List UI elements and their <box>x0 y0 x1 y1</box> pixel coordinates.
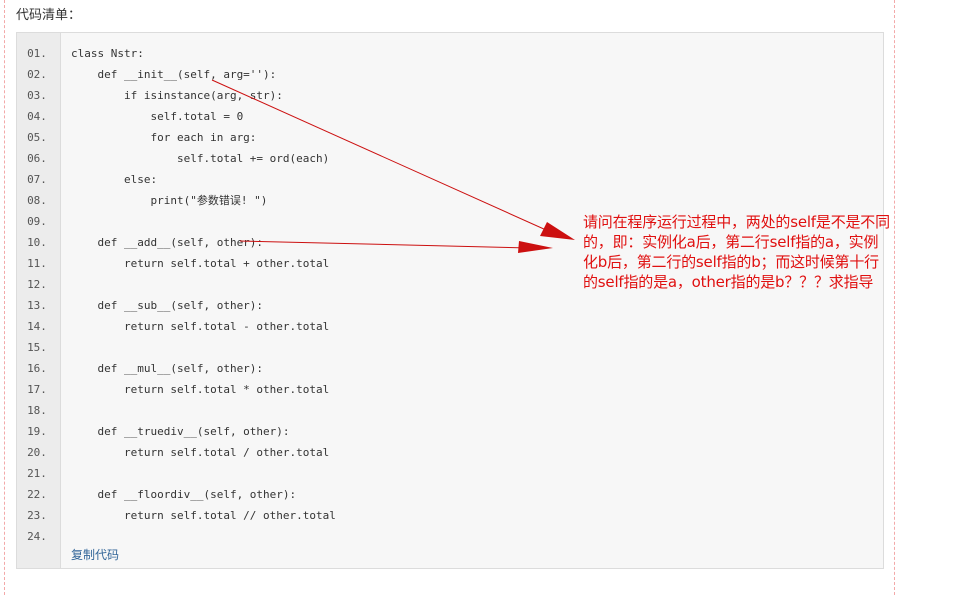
line-number: 11. <box>27 257 47 270</box>
left-dashed-border <box>4 0 5 595</box>
code-line: 21. <box>17 463 883 484</box>
code-text: return self.total / other.total <box>71 446 330 459</box>
code-text: if isinstance(arg, str): <box>71 89 283 102</box>
code-line: 02. def __init__(self, arg=''): <box>17 64 883 85</box>
code-line: 13. def __sub__(self, other): <box>17 295 883 316</box>
code-line: 19. def __truediv__(self, other): <box>17 421 883 442</box>
line-number: 14. <box>27 320 47 333</box>
code-line: 01. class Nstr: <box>17 43 883 64</box>
line-number: 06. <box>27 152 47 165</box>
code-text: return self.total * other.total <box>71 383 330 396</box>
code-block: 01. class Nstr: 02. def __init__(self, arg… <box>16 32 884 569</box>
code-line: 14. return self.total - other.total <box>17 316 883 337</box>
code-line: 18. <box>17 400 883 421</box>
line-number: 07. <box>27 173 47 186</box>
line-number: 02. <box>27 68 47 81</box>
line-number: 08. <box>27 194 47 207</box>
line-number: 17. <box>27 383 47 396</box>
line-number: 22. <box>27 488 47 501</box>
code-line: 17. return self.total * other.total <box>17 379 883 400</box>
code-line: 24. <box>17 526 883 547</box>
code-text: def __floordiv__(self, other): <box>71 488 297 501</box>
line-number: 12. <box>27 278 47 291</box>
code-line: 12. <box>17 274 883 295</box>
line-number: 01. <box>27 47 47 60</box>
code-text: def __init__(self, arg=''): <box>71 68 277 81</box>
code-line: 09. <box>17 211 883 232</box>
code-text: return self.total + other.total <box>71 257 330 270</box>
line-number: 19. <box>27 425 47 438</box>
section-title: 代码清单： <box>16 8 82 23</box>
code-line: 23. return self.total // other.total <box>17 505 883 526</box>
line-number: 20. <box>27 446 47 459</box>
code-line: 15. <box>17 337 883 358</box>
line-number: 18. <box>27 404 47 417</box>
code-text: def __mul__(self, other): <box>71 362 264 375</box>
code-line: 05. for each in arg: <box>17 127 883 148</box>
line-number: 09. <box>27 215 47 228</box>
code-text: def __truediv__(self, other): <box>71 425 290 438</box>
line-number: 03. <box>27 89 47 102</box>
code-line: 06. self.total += ord(each) <box>17 148 883 169</box>
code-text: class Nstr: <box>71 47 144 60</box>
code-text: self.total = 0 <box>71 110 244 123</box>
code-line: 04. self.total = 0 <box>17 106 883 127</box>
line-number: 04. <box>27 110 47 123</box>
line-number: 23. <box>27 509 47 522</box>
line-number: 15. <box>27 341 47 354</box>
code-text: def __add__(self, other): <box>71 236 264 249</box>
code-line: 22. def __floordiv__(self, other): <box>17 484 883 505</box>
code-text: for each in arg: <box>71 131 257 144</box>
line-number: 13. <box>27 299 47 312</box>
code-text: def __sub__(self, other): <box>71 299 264 312</box>
code-text: else: <box>71 173 158 186</box>
right-dashed-border <box>894 0 895 595</box>
code-text: return self.total - other.total <box>71 320 330 333</box>
code-text: print("参数错误! ") <box>71 194 268 207</box>
code-line: 08. print("参数错误! ") <box>17 190 883 211</box>
annotation-note: 请问在程序运行过程中，两处的self是不是不同的，即：实例化a后，第二行self… <box>583 213 890 291</box>
code-text: return self.total // other.total <box>71 509 336 522</box>
code-line: 16. def __mul__(self, other): <box>17 358 883 379</box>
line-number-gutter <box>17 33 61 568</box>
line-number: 05. <box>27 131 47 144</box>
line-number: 24. <box>27 530 47 543</box>
code-text: self.total += ord(each) <box>71 152 330 165</box>
code-line: 03. if isinstance(arg, str): <box>17 85 883 106</box>
line-number: 10. <box>27 236 47 249</box>
line-number: 16. <box>27 362 47 375</box>
copy-code-link[interactable]: 复制代码 <box>71 548 120 562</box>
code-line: 20. return self.total / other.total <box>17 442 883 463</box>
code-line: 11. return self.total + other.total <box>17 253 883 274</box>
code-line: 07. else: <box>17 169 883 190</box>
line-number: 21. <box>27 467 47 480</box>
